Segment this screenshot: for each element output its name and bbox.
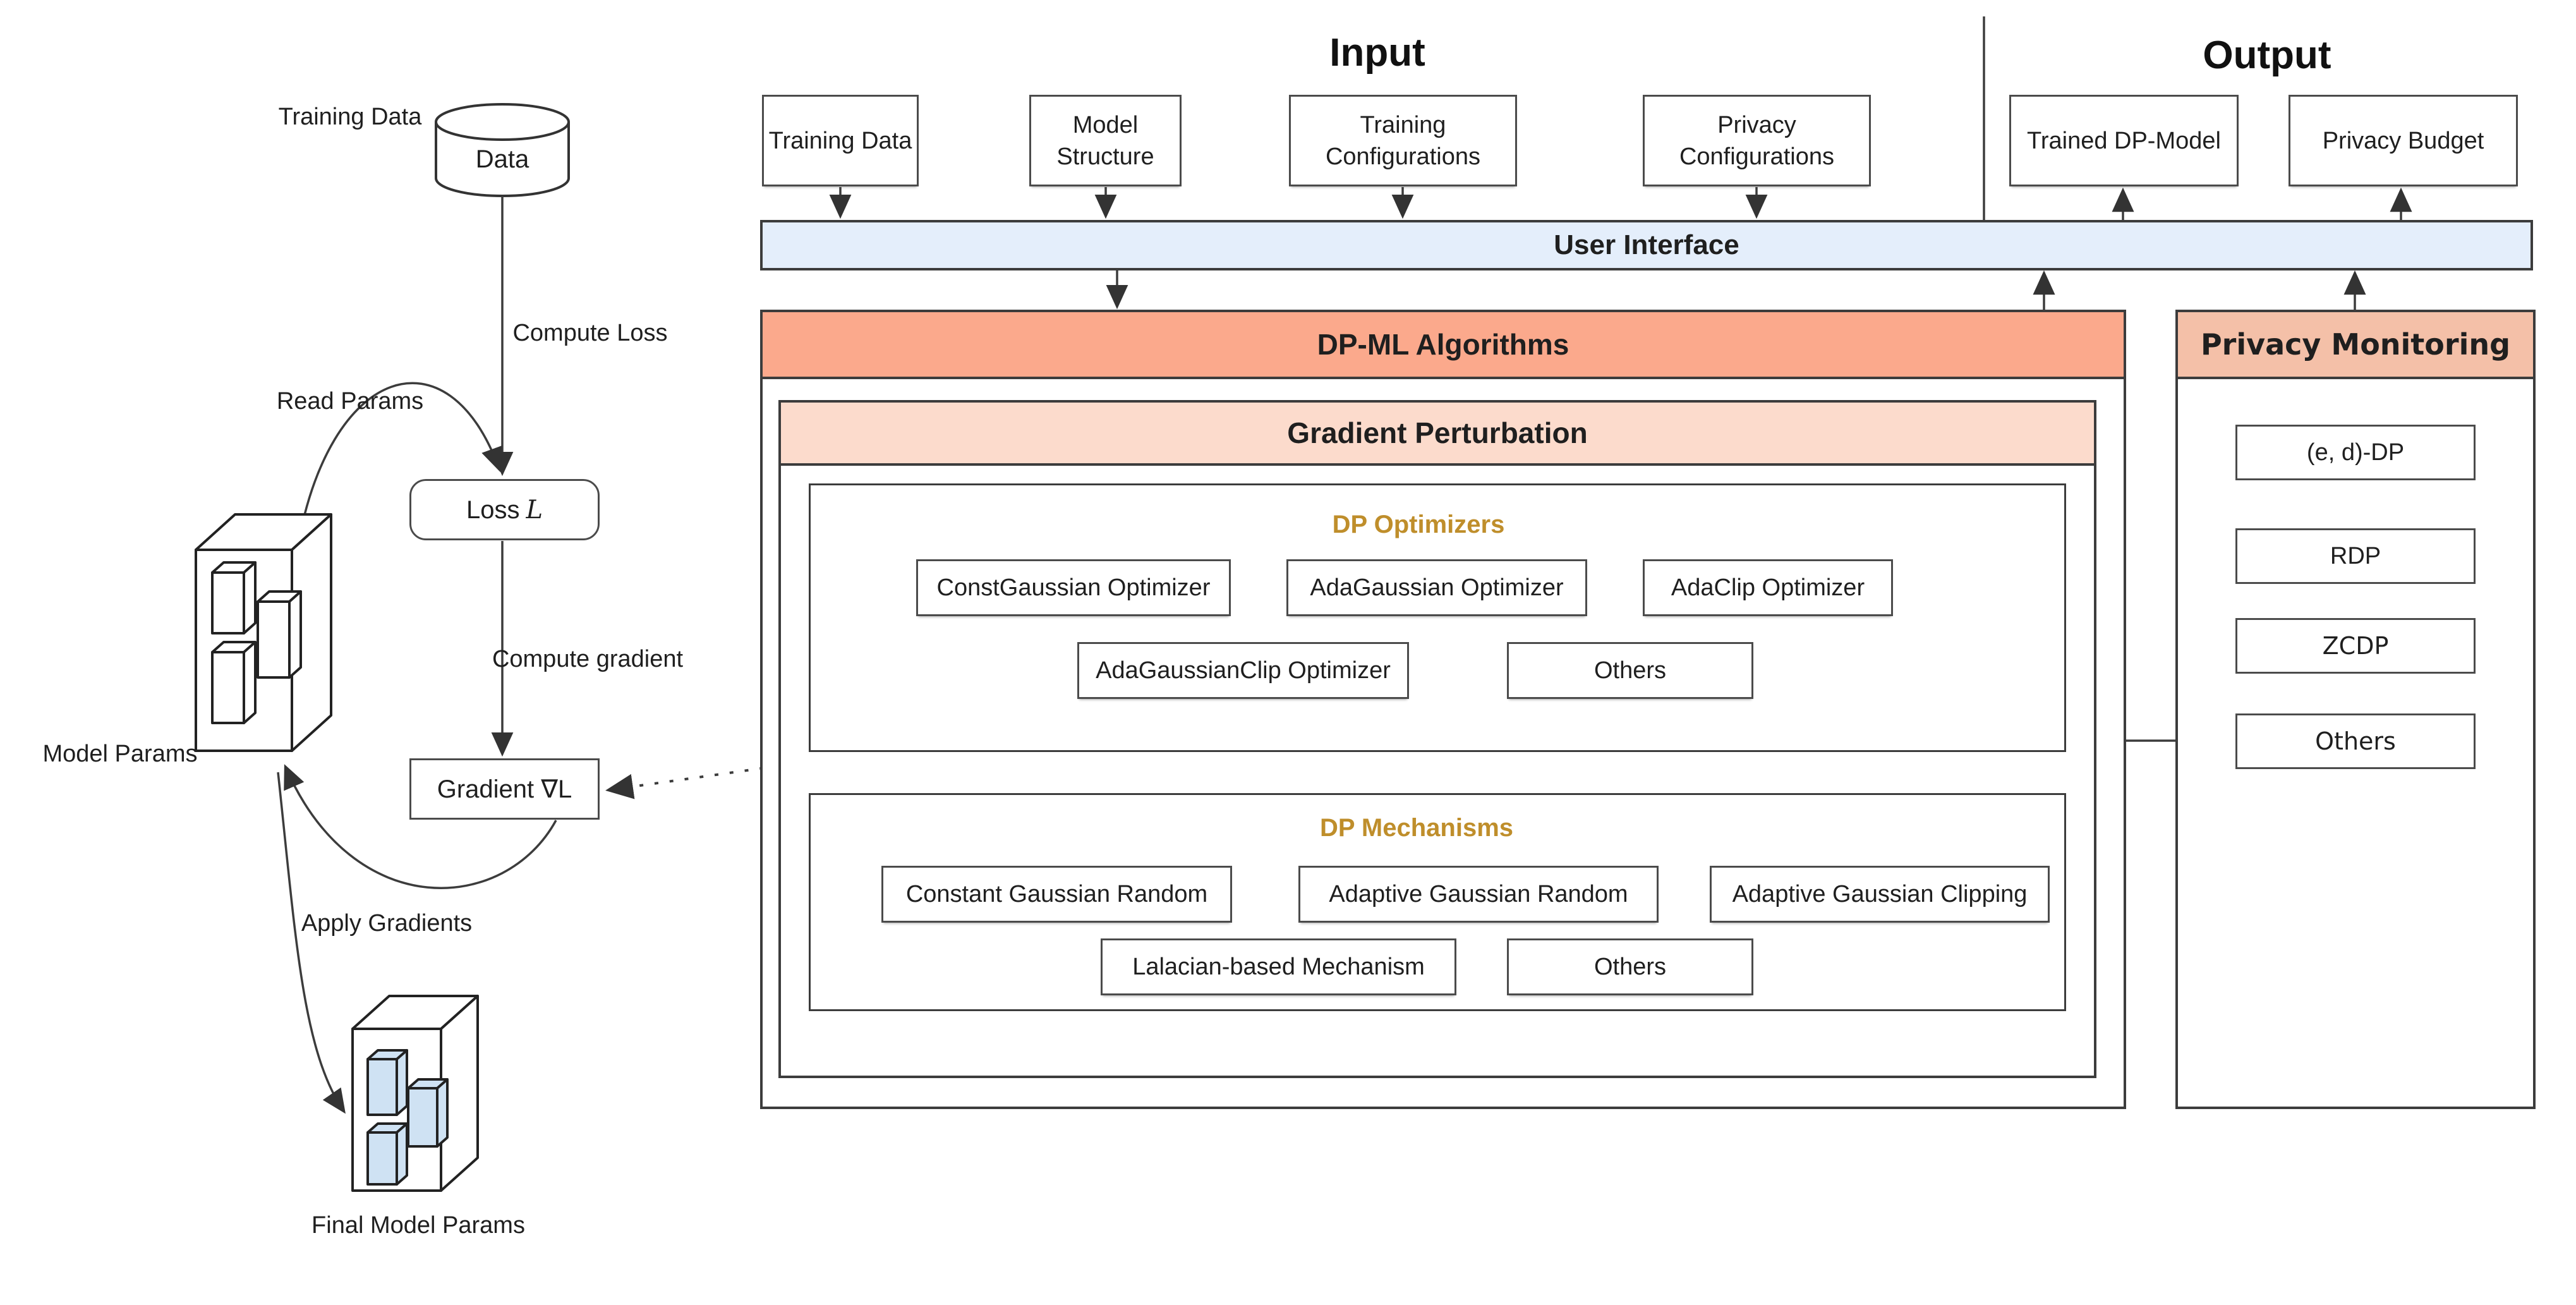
mechanism-box-laplacian: Lalacian-based Mechanism <box>1101 938 1456 995</box>
dp-ml-to-gradient-dotted-arrow <box>605 765 779 799</box>
privacy-box-others: Others <box>2235 713 2476 769</box>
read-params-label: Read Params <box>276 388 424 415</box>
input-box-model-structure: Model Structure <box>1029 95 1182 186</box>
loss-node: Loss L <box>409 479 600 540</box>
privacy-box-epsilon-delta-dp: (e, d)-DP <box>2235 425 2476 480</box>
model-params-icon <box>195 513 332 752</box>
final-model-params-label: Final Model Params <box>311 1212 525 1239</box>
mechanism-box-others: Others <box>1507 938 1753 995</box>
dp-ml-algorithms-header: DP-ML Algorithms <box>760 310 2126 379</box>
input-box-privacy-configurations: Privacy Configurations <box>1643 95 1871 186</box>
dp-optimizers-group <box>809 483 2066 752</box>
final-model-params-icon <box>351 995 479 1192</box>
input-box-training-data: Training Data <box>762 95 919 186</box>
output-box-privacy-budget: Privacy Budget <box>2289 95 2518 186</box>
output-box-trained-dp-model: Trained DP-Model <box>2009 95 2239 186</box>
data-cylinder-icon <box>435 103 570 197</box>
mechanism-box-constant-gaussian: Constant Gaussian Random <box>881 866 1232 923</box>
dp-optimizers-title: DP Optimizers <box>1332 511 1505 538</box>
loss-symbol: L <box>526 495 543 525</box>
optimizer-box-adagaussian: AdaGaussian Optimizer <box>1286 559 1587 616</box>
privacy-box-rdp: RDP <box>2235 528 2476 584</box>
gradient-perturbation-header: Gradient Perturbation <box>778 400 2096 466</box>
data-cylinder-label: Data <box>475 145 529 173</box>
compute-gradient-label: Compute gradient <box>492 646 684 672</box>
compute-loss-label: Compute Loss <box>512 320 668 346</box>
mechanism-box-adaptive-gaussian-random: Adaptive Gaussian Random <box>1298 866 1659 923</box>
privacy-box-zcdp: ZCDP <box>2235 618 2476 674</box>
output-section-title: Output <box>2203 33 2331 77</box>
mechanism-box-adaptive-gaussian-clipping: Adaptive Gaussian Clipping <box>1710 866 2050 923</box>
loss-node-label: Loss <box>466 495 520 524</box>
optimizer-box-adagaussianclip: AdaGaussianClip Optimizer <box>1077 642 1409 699</box>
input-box-training-configurations: Training Configurations <box>1289 95 1517 186</box>
optimizer-box-others: Others <box>1507 642 1753 699</box>
privacy-monitoring-header: Privacy Monitoring <box>2175 310 2536 379</box>
training-data-label: Training Data <box>278 104 422 130</box>
dp-mechanisms-title: DP Mechanisms <box>1319 814 1514 842</box>
apply-gradients-label: Apply Gradients <box>301 910 473 937</box>
gradient-node: Gradient ∇L <box>409 758 600 820</box>
optimizer-box-adaclip: AdaClip Optimizer <box>1643 559 1893 616</box>
flow-arrows <box>277 16 2412 1114</box>
user-interface-bar: User Interface <box>760 220 2533 270</box>
model-params-label: Model Params <box>42 741 198 767</box>
optimizer-box-constgaussian: ConstGaussian Optimizer <box>916 559 1231 616</box>
input-section-title: Input <box>1329 31 1425 75</box>
